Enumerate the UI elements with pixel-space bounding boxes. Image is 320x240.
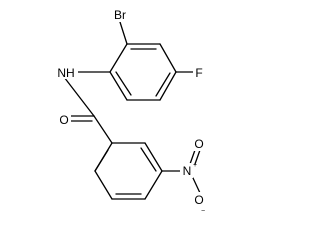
bond-carbonyl-ring bbox=[93, 115, 113, 144]
bond-nitro-o-double bbox=[194, 149, 201, 165]
bond-r4-r5 bbox=[144, 170, 163, 200]
bromine-label: Br bbox=[114, 8, 126, 22]
fluorine-label: F bbox=[195, 66, 202, 80]
bond-c3-c4 bbox=[159, 43, 177, 73]
bond-nitro-o-single bbox=[192, 177, 201, 194]
nitro-nitrogen-label: N bbox=[183, 164, 192, 178]
bond-c4-c5-inner bbox=[155, 72, 171, 97]
atom-labels: Br F NH O N + O O − bbox=[54, 7, 206, 215]
bond-r5-r6 bbox=[144, 142, 163, 172]
bond-r2-r3 bbox=[94, 170, 113, 200]
bond-c6-c1 bbox=[109, 71, 128, 101]
nitro-oxygen-single-label: O bbox=[194, 193, 203, 207]
bonds bbox=[63, 21, 201, 200]
bond-c1-c2 bbox=[109, 43, 128, 73]
nitro-nitrogen-charge: + bbox=[193, 162, 197, 169]
bond-nitro-o-double-second bbox=[189, 149, 196, 165]
bond-n-carbonyl-c bbox=[63, 76, 95, 117]
bond-c4-c5 bbox=[159, 71, 177, 101]
bond-r1-r2-inner bbox=[94, 149, 109, 172]
nitro-oxygen-charge: − bbox=[201, 208, 205, 215]
structure-diagram: Br F NH O N + O O − bbox=[54, 7, 206, 215]
carbonyl-oxygen-label: O bbox=[59, 113, 68, 127]
nitro-oxygen-double-label: O bbox=[194, 137, 203, 151]
bond-r5-r6-inner bbox=[140, 147, 157, 172]
bond-c6-c1-inner bbox=[115, 71, 132, 96]
amide-nh-label: NH bbox=[57, 66, 74, 80]
bond-c2-br bbox=[119, 21, 128, 45]
